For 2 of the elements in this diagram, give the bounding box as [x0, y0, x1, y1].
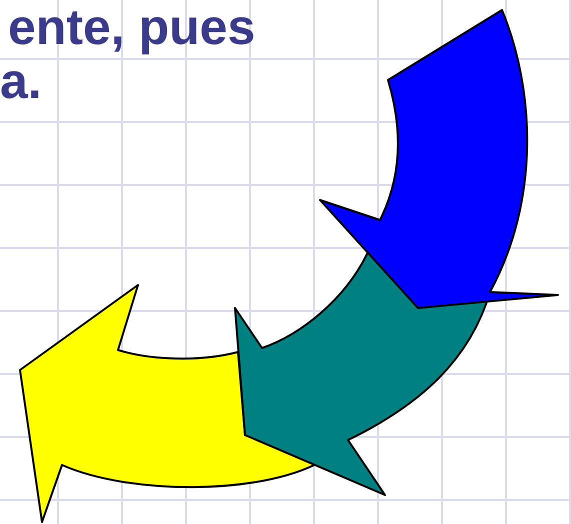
heading-text: a.: [0, 56, 42, 106]
heading-text: ente, pues: [8, 2, 256, 52]
